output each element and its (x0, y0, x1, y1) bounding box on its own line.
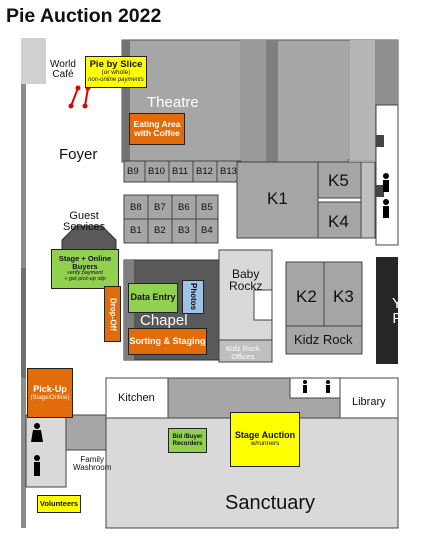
stanchion-barrier-icon (68, 85, 91, 109)
station-drop-off: Drop-Off (104, 286, 121, 342)
label-sanctuary: Sanctuary (225, 492, 316, 514)
label-kidz-rock-offices: Kidz Rock Offices (226, 344, 260, 361)
data-entry-title: Data Entry (130, 292, 176, 303)
eating-area-title: Eating Area with Coffee (133, 119, 181, 138)
label-world-cafe: World Café (50, 59, 76, 80)
label-b6: B6 (178, 202, 190, 213)
label-b13: B13 (220, 166, 237, 177)
theatre-stage-edge (122, 40, 130, 162)
label-b10: B10 (148, 166, 165, 177)
room-k4 (317, 201, 362, 239)
volunteers-title: Volunteers (39, 499, 79, 509)
bid-buyer-title: Bid /Buyer Recorders (172, 434, 203, 447)
pie-by-slice-sub2: non-online payments (88, 77, 144, 84)
stage-online-title: Stage + Online Buyers (58, 254, 112, 272)
k-corridor (360, 161, 376, 239)
theatre-aisle (266, 40, 278, 162)
label-b4: B4 (201, 225, 213, 236)
washroom-person-icon (31, 173, 389, 476)
label-b11: B11 (172, 166, 189, 177)
theatre-block (240, 40, 266, 162)
station-volunteers: Volunteers (37, 495, 81, 513)
station-data-entry: Data Entry (128, 283, 178, 313)
label-k2: K2 (296, 287, 317, 306)
theatre-side (350, 40, 375, 160)
label-b12: B12 (196, 166, 213, 177)
sorting-staging-title: Sorting & Staging (129, 335, 206, 346)
room-kitchen (105, 377, 169, 419)
label-baby-rockz: Baby Rockz (229, 267, 263, 293)
label-kidz-rock: Kidz Rock (294, 332, 353, 347)
west-wall-detail (21, 268, 26, 378)
station-photos: Photos (182, 280, 204, 314)
label-foyer: Foyer (59, 146, 98, 163)
stage-auction-sub1: w/runners (250, 439, 280, 447)
room-row-b9-b13 (123, 160, 242, 183)
pie-by-slice-sub1: (or whole) (101, 69, 131, 77)
station-eating-area: Eating Area with Coffee (129, 113, 185, 145)
label-b1: B1 (130, 225, 142, 236)
washrooms-lower (289, 377, 341, 399)
pick-up-title: Pick-Up (33, 384, 67, 395)
drop-off-title: Drop-Off (108, 297, 118, 331)
label-guest-services: Guest Services (63, 210, 106, 233)
room-library (339, 377, 399, 419)
stage-online-sub1: verify payment (67, 270, 103, 277)
station-stage-auction: Stage Auction w/runners (230, 412, 300, 467)
label-theatre: Theatre (147, 94, 199, 111)
stage-online-sub2: + get pick-up slip (64, 275, 106, 282)
photos-title: Photos (189, 283, 199, 311)
label-k3: K3 (333, 287, 354, 306)
label-k1: K1 (267, 189, 288, 208)
label-kitchen: Kitchen (118, 392, 155, 404)
label-library: Library (352, 396, 386, 408)
station-pick-up: Pick-Up (Stage/Online) (27, 368, 73, 418)
pick-up-sub1: (Stage/Online) (30, 394, 70, 401)
label-chapel: Chapel (140, 312, 188, 329)
label-edge-letter: Y F (392, 295, 403, 327)
label-k5: K5 (328, 171, 349, 190)
station-bid-buyer-recorders: Bid /Buyer Recorders (168, 428, 207, 453)
label-b3: B3 (178, 225, 190, 236)
room-kidz-rock (285, 325, 363, 355)
label-b2: B2 (154, 225, 166, 236)
label-b8: B8 (130, 202, 142, 213)
label-b5: B5 (201, 202, 213, 213)
label-b9: B9 (127, 166, 139, 177)
room-k5 (317, 161, 362, 199)
east-dark-room (376, 257, 398, 364)
world-cafe-area (21, 38, 46, 84)
pie-by-slice-title: Pie by Slice (89, 59, 143, 71)
station-stage-online-buyers: Stage + Online Buyers verify payment + g… (51, 249, 119, 289)
page-title: Pie Auction 2022 (6, 5, 162, 27)
washroom-lower-left (25, 414, 67, 488)
station-sorting-staging: Sorting & Staging (128, 328, 207, 355)
label-b7: B7 (154, 202, 166, 213)
station-pie-by-slice: Pie by Slice (or whole) non-online payme… (85, 56, 147, 88)
stage-auction-title: Stage Auction (234, 430, 296, 441)
label-k4: K4 (328, 212, 349, 231)
label-family-washroom: Family Washroom (73, 455, 112, 472)
room-kidz-rock-offices (218, 339, 273, 363)
room-block-b1-b8 (123, 194, 219, 244)
